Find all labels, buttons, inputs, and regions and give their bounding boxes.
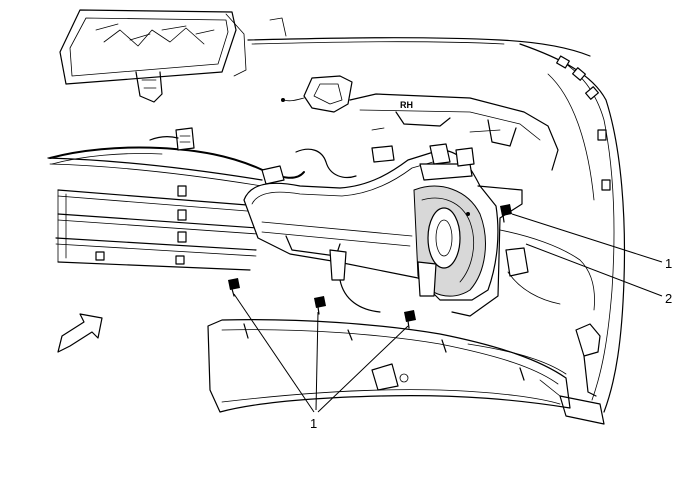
upper-grille-fragment xyxy=(59,9,247,103)
callout-fastener-right: 1 xyxy=(665,256,672,271)
lamp-bracket-assembly xyxy=(243,143,499,313)
lower-grille xyxy=(47,157,263,271)
hood-edge xyxy=(247,17,591,57)
rh-stamp: RH xyxy=(400,100,413,110)
callout-fasteners-bottom: 1 xyxy=(310,416,317,431)
bolt-right xyxy=(500,204,512,223)
bolt-bottom-right xyxy=(404,310,416,329)
grille-clips xyxy=(95,185,187,265)
lamp-opening-frame xyxy=(451,185,595,317)
fascia-side-panel xyxy=(519,43,626,425)
callout-bracket: 2 xyxy=(665,291,672,306)
forward-arrow-icon xyxy=(57,313,103,353)
callout-leaders xyxy=(233,213,663,413)
upper-bracket: RH xyxy=(349,93,559,171)
lower-fascia xyxy=(207,319,571,413)
bolt-bottom-center xyxy=(314,296,326,315)
wiring-harness xyxy=(49,127,395,185)
sensor-cover xyxy=(281,75,353,113)
bolt-bottom-left xyxy=(228,278,240,297)
